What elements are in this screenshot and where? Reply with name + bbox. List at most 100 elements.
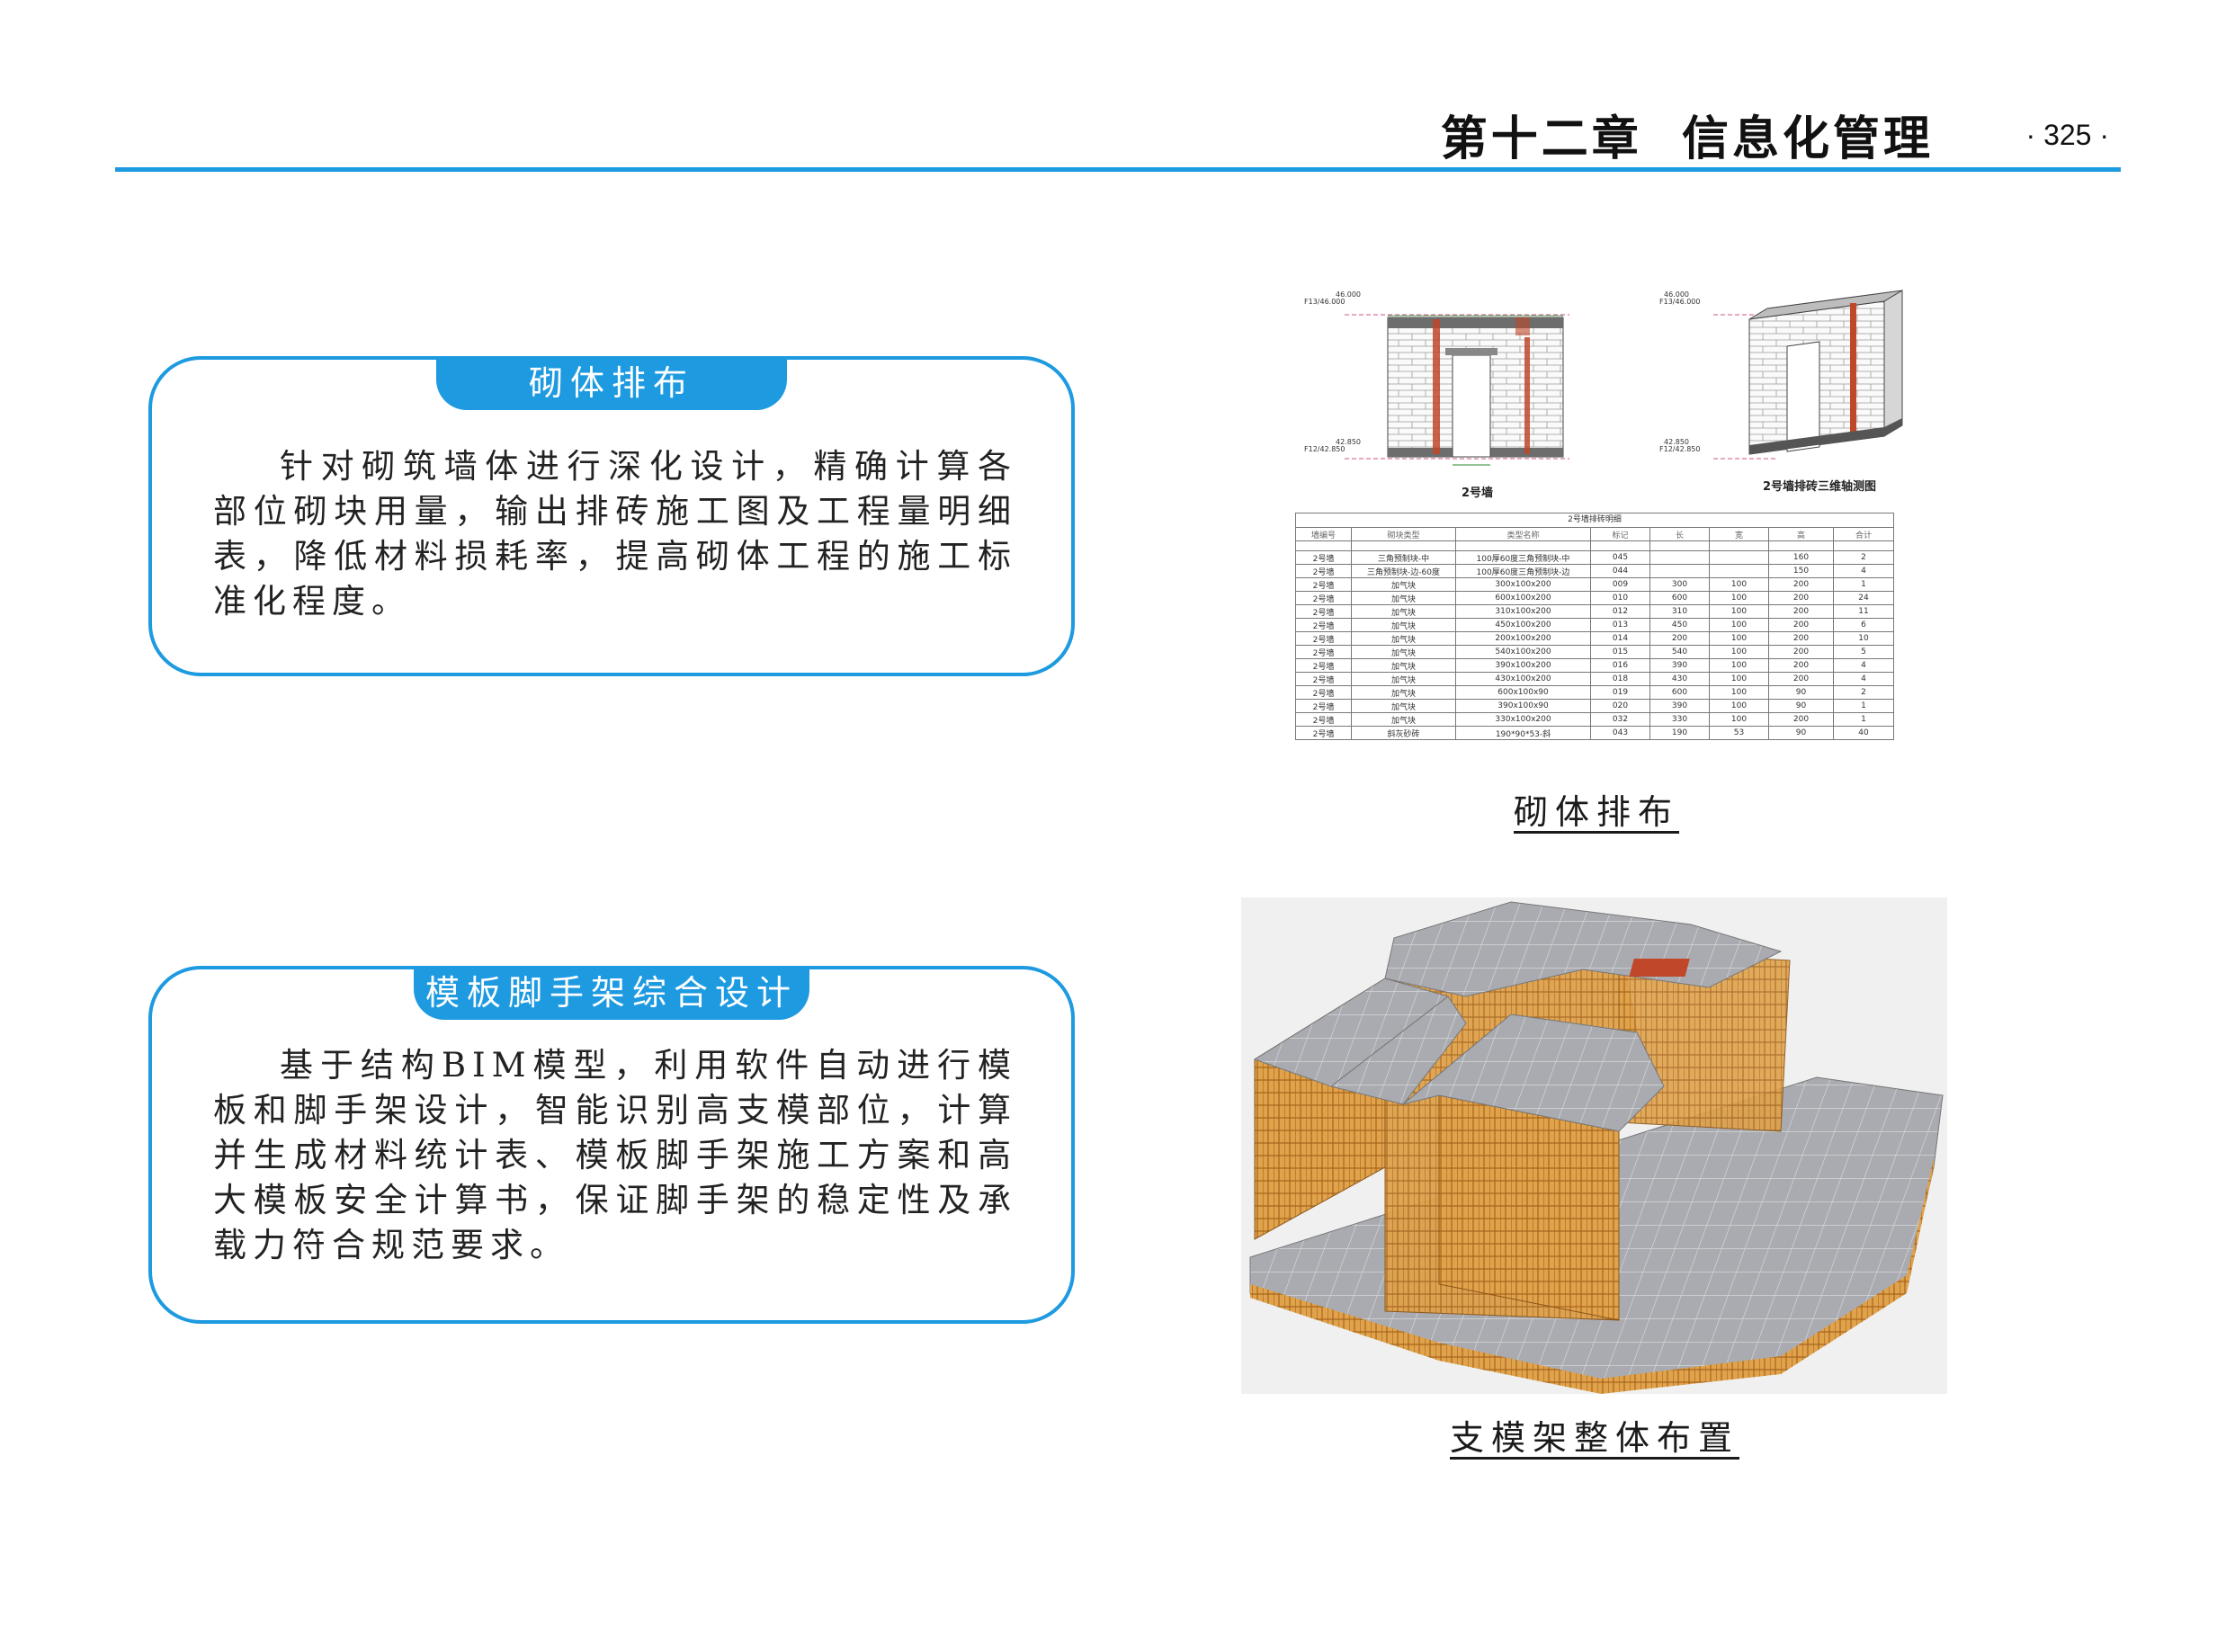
table-cell: 390 — [1649, 658, 1710, 673]
table-cell: 330 — [1649, 712, 1710, 727]
header-divider — [115, 167, 2121, 172]
table-cell: 10 — [1833, 631, 1894, 646]
table-cell: 045 — [1590, 550, 1650, 565]
table-cell: 600 — [1649, 591, 1710, 605]
table-cell: 加气块 — [1351, 712, 1456, 727]
table-cell: 2号墙 — [1295, 591, 1352, 605]
masonry-layout-panel: 砌体排布 针对砌筑墙体进行深化设计，精确计算各部位砌块用量，输出排砖施工图及工程… — [148, 356, 1075, 676]
wall-isometric — [1748, 290, 1903, 455]
masonry-figure: F13/46.000 46.000 F13/46.000 46.000 F12/… — [1237, 283, 1947, 769]
panel-title: 砌体排布 — [436, 356, 787, 410]
table-cell: 2号墙 — [1295, 726, 1352, 740]
table-cell: 200 — [1768, 645, 1834, 659]
table-cell: 2号墙 — [1295, 699, 1352, 713]
col-header: 墙编号 — [1295, 527, 1352, 541]
table-cell: 600x100x90 — [1455, 685, 1591, 700]
table-header-row: 墙编号 砌块类型 类型名称 标记 长 宽 高 合计 — [1295, 527, 1894, 541]
table-cell: 010 — [1590, 591, 1650, 605]
bottom-elev-label-left: 42.850 — [1336, 438, 1361, 446]
table-cell: 4 — [1833, 564, 1894, 578]
table-cell: 加气块 — [1351, 645, 1456, 659]
formwork-scaffold-panel: 模板脚手架综合设计 基于结构BIM模型，利用软件自动进行模板和脚手架设计，智能识… — [148, 966, 1075, 1324]
top-floor-label-right: F13/46.000 — [1659, 298, 1701, 306]
table-cell: 430x100x200 — [1455, 672, 1591, 686]
table-cell: 加气块 — [1351, 631, 1456, 646]
table-cell: 斜灰砂砖 — [1351, 726, 1456, 740]
table-cell: 014 — [1590, 631, 1650, 646]
table-cell: 200 — [1649, 631, 1710, 646]
col-header: 宽 — [1709, 527, 1769, 541]
table-cell: 2号墙 — [1295, 685, 1352, 700]
chapter-number: 第十二章 — [1440, 112, 1642, 166]
scaffold-figure — [1241, 897, 1947, 1394]
bottom-elev-label-right: 42.850 — [1664, 438, 1689, 446]
table-cell: 100 — [1709, 645, 1769, 659]
table-cell: 015 — [1590, 645, 1650, 659]
table-cell: 90 — [1768, 699, 1834, 713]
table-cell: 200x100x200 — [1455, 631, 1591, 646]
table-cell: 90 — [1768, 726, 1834, 740]
table-cell: 11 — [1833, 604, 1894, 619]
table-cell: 044 — [1590, 564, 1650, 578]
table-cell: 4 — [1833, 672, 1894, 686]
table-cell: 200 — [1768, 712, 1834, 727]
table-cell: 2号墙 — [1295, 564, 1352, 578]
table-cell: 24 — [1833, 591, 1894, 605]
table-cell: 540 — [1649, 645, 1710, 659]
table-cell: 加气块 — [1351, 618, 1456, 632]
table-cell: 310 — [1649, 604, 1710, 619]
table-cell: 450 — [1649, 618, 1710, 632]
table-cell: 300x100x200 — [1455, 577, 1591, 592]
table-cell: 2号墙 — [1295, 672, 1352, 686]
roof-slabs — [1253, 901, 1783, 1132]
table-spacer-row — [1295, 540, 1894, 551]
table-cell: 200 — [1768, 672, 1834, 686]
table-cell: 40 — [1833, 726, 1894, 740]
masonry-elevation-drawing — [1345, 290, 1903, 466]
brick-schedule-table: 2号墙排砖明细 墙编号 砌块类型 类型名称 标记 长 宽 高 合计 2号墙三角预… — [1295, 513, 1894, 740]
table-cell — [1709, 550, 1769, 565]
table-cell — [1649, 550, 1710, 565]
table-cell: 016 — [1590, 658, 1650, 673]
table-cell: 100 — [1709, 699, 1769, 713]
table-cell: 2号墙 — [1295, 618, 1352, 632]
table-cell: 390x100x90 — [1455, 699, 1591, 713]
scaffold-model-render — [1249, 901, 1944, 1394]
chapter-title: 第十二章 信息化管理 — [1441, 101, 1934, 168]
table-cell: 200 — [1768, 631, 1834, 646]
table-cell: 1 — [1833, 577, 1894, 592]
table-cell: 53 — [1709, 726, 1769, 740]
table-cell: 2号墙 — [1295, 645, 1352, 659]
table-cell: 加气块 — [1351, 699, 1456, 713]
table-cell: 2号墙 — [1295, 631, 1352, 646]
col-header: 标记 — [1590, 527, 1650, 541]
table-cell: 100 — [1709, 685, 1769, 700]
table-cell: 2 — [1833, 685, 1894, 700]
col-header: 砌块类型 — [1351, 527, 1456, 541]
bottom-floor-label-right: F12/42.850 — [1659, 445, 1701, 453]
table-cell: 1 — [1833, 712, 1894, 727]
table-cell: 100 — [1709, 604, 1769, 619]
table-cell: 加气块 — [1351, 577, 1456, 592]
table-cell: 450x100x200 — [1455, 618, 1591, 632]
wall-elevation — [1345, 314, 1776, 466]
section-title: 信息化管理 — [1681, 112, 1934, 166]
table-cell — [1649, 564, 1710, 578]
table-cell: 2号墙 — [1295, 577, 1352, 592]
col-header: 类型名称 — [1455, 527, 1591, 541]
top-elev-label-left: 46.000 — [1336, 290, 1361, 299]
table-cell: 018 — [1590, 672, 1650, 686]
table-cell: 200 — [1768, 577, 1834, 592]
table-cell: 600x100x200 — [1455, 591, 1591, 605]
table-cell: 6 — [1833, 618, 1894, 632]
table-cell: 1 — [1833, 699, 1894, 713]
table-cell: 加气块 — [1351, 591, 1456, 605]
